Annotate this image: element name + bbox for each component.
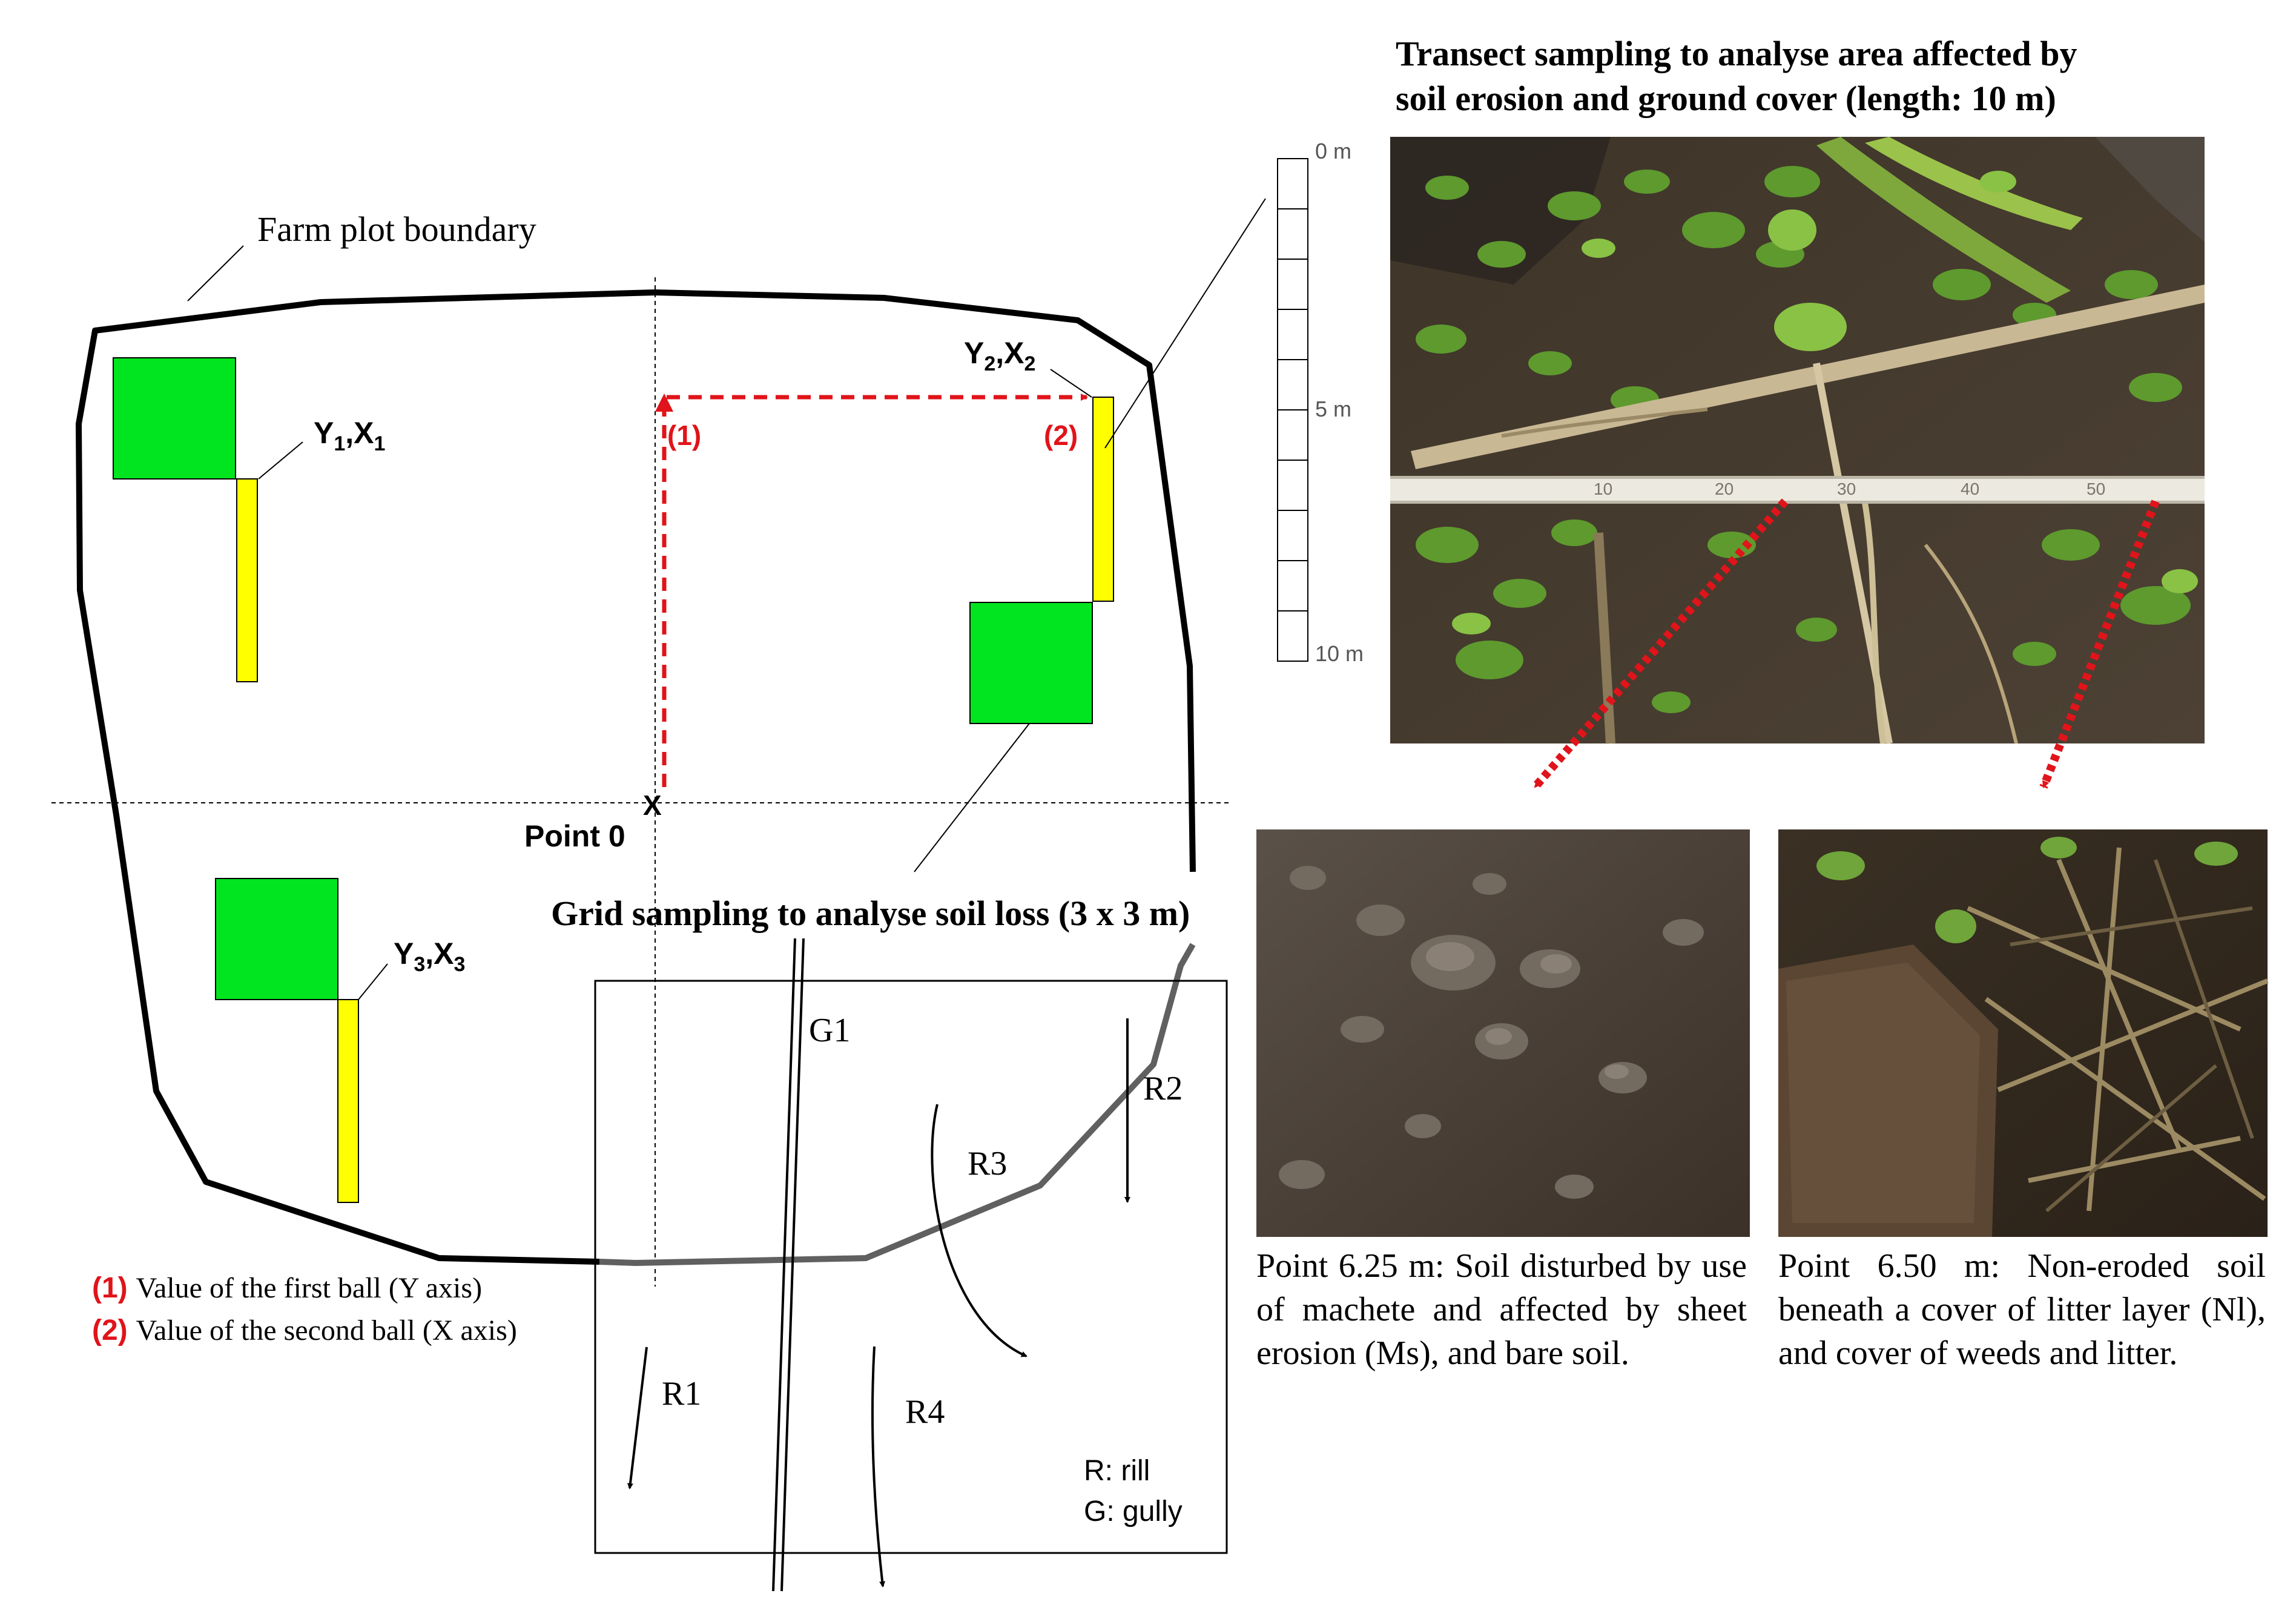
legend-item-2: (2)Value of the second ball (X axis) <box>92 1314 517 1347</box>
scale-tick-10m: 10 m <box>1315 641 1364 666</box>
key-rill: R: rill <box>1084 1455 1150 1487</box>
transect-strip-3 <box>337 999 359 1203</box>
scale-tick-5m: 5 m <box>1315 397 1351 421</box>
legend-item-1-number: (1) <box>92 1272 128 1304</box>
tape-number-30: 30 <box>1837 480 1856 498</box>
transect-title-line-1: Transect sampling to analyse area affect… <box>1396 34 2077 73</box>
transect-title-line-2: soil erosion and ground cover (length: 1… <box>1396 79 2056 118</box>
tape-number-10: 10 <box>1594 480 1612 498</box>
scale-tick-0m: 0 m <box>1315 139 1351 163</box>
grid-square-3 <box>215 878 338 1000</box>
tape-number-40: 40 <box>1961 480 1979 498</box>
transect-strip-2 <box>1092 397 1114 602</box>
legend-item-1-text: Value of the first ball (Y axis) <box>136 1272 483 1304</box>
transect-strip-1 <box>236 478 258 682</box>
farm-plot-boundary-label: Farm plot boundary <box>257 209 536 249</box>
scale-bar-leader <box>1104 198 1266 449</box>
grid-sampling-title: Grid sampling to analyse soil loss (3 x … <box>551 894 1190 933</box>
rill-r4-label: R4 <box>905 1393 945 1431</box>
farm-plot-boundary-lower <box>599 943 1196 1266</box>
transect-scale-bar <box>1277 158 1308 662</box>
photo-caption-6-50m: Point 6.50 m: Non-eroded soil beneath a … <box>1778 1247 2266 1372</box>
legend-item-2-text: Value of the second ball (X axis) <box>136 1314 517 1347</box>
marker-2-label: (2) <box>1044 420 1078 451</box>
marker-1-label: (1) <box>667 420 701 451</box>
y1x1-label: Y1,X1 <box>314 416 385 455</box>
legend-item-2-number: (2) <box>92 1314 128 1347</box>
farm-plot-boundary <box>76 289 1196 1265</box>
rill-r1-label: R1 <box>662 1375 701 1412</box>
gully-g1-label: G1 <box>809 1012 850 1049</box>
tape-number-20: 20 <box>1715 480 1734 498</box>
gully-g1-line-b <box>780 938 805 1592</box>
tape-number-50: 50 <box>2087 480 2105 498</box>
pointer-arrow-6-25m <box>1531 498 1789 790</box>
coordinate-path-start-arrowhead <box>655 394 673 412</box>
legend-item-1: (1)Value of the first ball (Y axis) <box>92 1271 482 1305</box>
grid-inset-leader <box>914 723 1030 872</box>
pointer-arrow-6-50m <box>2039 499 2160 789</box>
grid-sampling-box <box>594 980 1228 1554</box>
rill-r3-arrow <box>931 1104 1028 1357</box>
photo-litter-cover <box>1778 829 2269 1237</box>
coordinate-path-arrow <box>662 394 1088 787</box>
grid-square-2 <box>969 602 1093 724</box>
key-gully: G: gully <box>1084 1495 1183 1528</box>
boundary-leader-line <box>187 245 244 302</box>
origin-mark: X <box>643 789 662 821</box>
y3x3-leader <box>358 963 388 1000</box>
grid-square-1 <box>113 357 236 480</box>
rill-r1-arrow <box>627 1347 648 1489</box>
rill-r4-arrow <box>871 1346 886 1587</box>
gully-g1-line-a <box>772 938 796 1592</box>
photo-caption-6-25m: Point 6.25 m: Soil disturbed by use of m… <box>1256 1247 1747 1372</box>
y2x2-leader <box>1050 369 1092 398</box>
rill-r3-label: R3 <box>968 1145 1007 1182</box>
rill-r2-label: R2 <box>1143 1070 1183 1107</box>
y3x3-label: Y3,X3 <box>394 937 465 976</box>
photo-bare-soil <box>1256 829 1750 1237</box>
y2x2-label: Y2,X2 <box>964 336 1035 375</box>
point-0-label: Point 0 <box>524 819 625 853</box>
transect-photo <box>1390 137 2205 745</box>
y1x1-leader <box>258 441 303 480</box>
